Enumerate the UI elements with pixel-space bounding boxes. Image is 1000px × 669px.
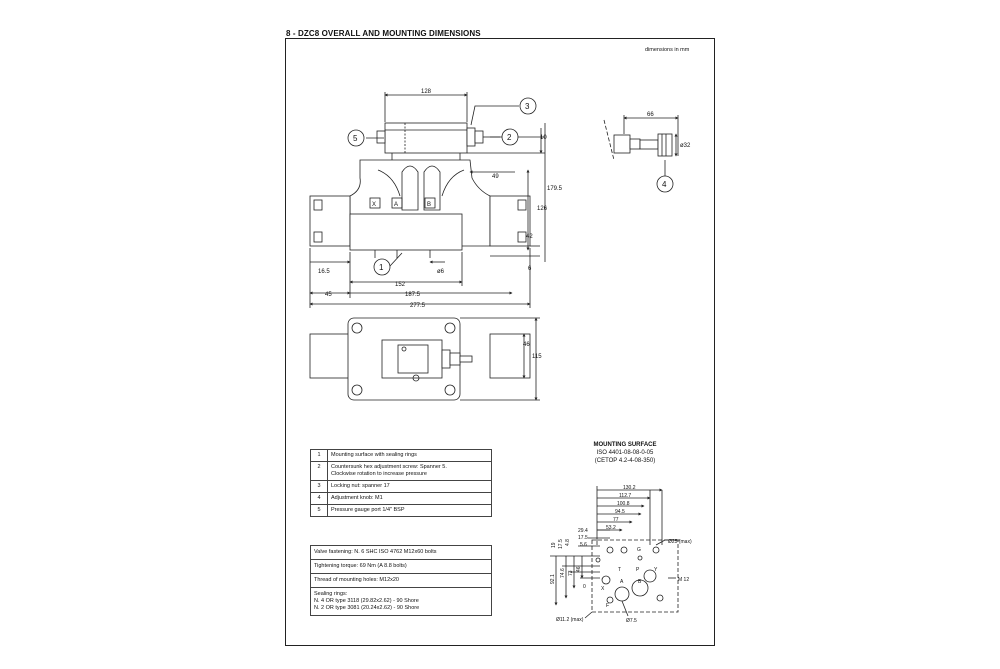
callout-2: 2 [507, 133, 512, 142]
legend-text: Countersunk hex adjustment screw: Spanne… [331, 464, 447, 470]
mounting-surface-title: MOUNTING SURFACE [593, 442, 657, 448]
spec-table: Valve fastening: N. 6 SHC ISO 4762 M12x6… [310, 545, 492, 616]
spec-torque: Tightening torque: 69 Nm (A 8.8 bolts) [310, 559, 492, 574]
callout-1: 1 [379, 263, 384, 272]
mounting-surface-standard: ISO 4401-08-08-0-05 [596, 450, 654, 456]
drawing-frame [285, 38, 715, 646]
dim-phi-32: ø32 [680, 143, 691, 149]
msurf-port-g: G [637, 547, 641, 553]
legend-text-block: Countersunk hex adjustment screw: Spanne… [327, 461, 492, 481]
dim-45: 45 [325, 292, 332, 298]
legend-table: 1 Mounting surface with sealing rings 2 … [310, 449, 492, 517]
callout-5: 5 [353, 134, 358, 143]
port-a-label: A [394, 202, 398, 208]
spec-sealing-2: N. 2 OR type 3081 (20.24x2.62) - 90 Shor… [314, 605, 420, 611]
legend-num: 3 [310, 480, 328, 493]
msurf-dim-4-8: 4.8 [565, 539, 571, 546]
legend-text: Adjustment knob: M1 [327, 492, 492, 505]
msurf-port-x: X [601, 586, 605, 592]
msurf-phi-11: Ø11.2 (max) [556, 617, 584, 623]
legend-num: 1 [310, 449, 328, 462]
mounting-surface-view [550, 486, 680, 619]
msurf-port-t: T [618, 567, 621, 573]
dim-152: 152 [395, 282, 406, 288]
dim-49: 49 [492, 174, 499, 180]
msurf-dim-94-5: 94.5 [615, 509, 625, 515]
callout-4: 4 [662, 180, 667, 189]
top-view [309, 317, 540, 401]
msurf-dim-29-4: 29.4 [578, 528, 588, 534]
dim-126: 126 [537, 206, 548, 212]
msurf-dim-130-2: 130.2 [623, 485, 636, 491]
msurf-port-f: F [606, 603, 609, 609]
spec-row: Tightening torque: 69 Nm (A 8.8 bolts) [310, 559, 492, 574]
port-x-label: X [372, 202, 376, 208]
spec-row: Sealing rings: N. 4 OR type 3118 (29.82x… [310, 587, 492, 616]
spec-sealing-block: Sealing rings: N. 4 OR type 3118 (29.82x… [310, 587, 492, 616]
spec-thread: Thread of mounting holes: M12x20 [310, 573, 492, 588]
msurf-port-a: A [620, 579, 624, 585]
dim-277-5: 277.5 [410, 303, 426, 309]
legend-num: 4 [310, 492, 328, 505]
msurf-dim-5-6: 5.6 [580, 542, 587, 548]
page-title: 8 - DZC8 OVERALL AND MOUNTING DIMENSIONS [286, 29, 481, 38]
legend-row: 5 Pressure gauge port 1/4" BSP [310, 504, 492, 517]
callout-3: 3 [525, 102, 530, 111]
msurf-port-b: B [638, 579, 642, 585]
legend-row: 4 Adjustment knob: M1 [310, 492, 492, 505]
side-view [603, 115, 679, 193]
dim-179-5: 179.5 [547, 186, 563, 192]
msurf-port-y: Y [654, 567, 658, 573]
mounting-surface-cetop: (CETOP 4.2-4-08-350) [594, 458, 656, 464]
spec-row: Valve fastening: N. 6 SHC ISO 4762 M12x6… [310, 545, 492, 560]
dim-6: 6 [528, 266, 532, 272]
msurf-port-p: P [636, 567, 640, 573]
spec-sealing-1: N. 4 OR type 3118 (29.82x2.62) - 90 Shor… [314, 598, 419, 604]
msurf-dim-100-8: 100.8 [617, 501, 630, 507]
spec-fastening: Valve fastening: N. 6 SHC ISO 4762 M12x6… [310, 545, 492, 560]
legend-text: Locking nut: spanner 17 [327, 480, 492, 493]
front-view [309, 92, 546, 308]
legend-num: 5 [310, 504, 328, 517]
dimensions-note: dimensions in mm [645, 47, 690, 53]
legend-row: 3 Locking nut: spanner 17 [310, 480, 492, 493]
msurf-phi-25: Ø25 (max) [668, 539, 692, 545]
legend-text-line-2: Clockwise rotation to increase pressure [331, 471, 427, 477]
msurf-m12: M 12 [678, 577, 689, 583]
msurf-dim-112-7: 112.7 [619, 493, 631, 499]
msurf-dim-19: 19 [551, 542, 557, 548]
dim-46: 46 [523, 342, 530, 348]
dim-42: 42 [526, 234, 533, 240]
dim-10: 10 [540, 135, 547, 141]
msurf-dim-77: 77 [613, 517, 619, 523]
msurf-dim-73: 73 [568, 570, 574, 576]
msurf-dim-92-1: 92.1 [550, 574, 556, 584]
msurf-dim-0: 0 [583, 584, 586, 590]
legend-text: Mounting surface with sealing rings [327, 449, 492, 462]
port-b-label: B [427, 202, 431, 208]
msurf-dim-17-5: 17.5 [578, 535, 588, 541]
msurf-dim-74-6: 74.6 [560, 568, 566, 578]
legend-text: Pressure gauge port 1/4" BSP [327, 504, 492, 517]
spec-row: Thread of mounting holes: M12x20 [310, 573, 492, 588]
dim-187-5: 187.5 [405, 292, 421, 298]
legend-row: 2 Countersunk hex adjustment screw: Span… [310, 461, 492, 481]
msurf-dim-53-2: 53.2 [606, 525, 616, 531]
legend-num: 2 [310, 461, 328, 481]
msurf-dim-17-5v: 17.5 [558, 539, 564, 549]
dim-66: 66 [647, 112, 654, 118]
legend-row: 1 Mounting surface with sealing rings [310, 449, 492, 462]
dim-115: 115 [532, 354, 542, 360]
dim-phi-6: ø6 [437, 269, 445, 275]
spec-sealing-title: Sealing rings: [314, 591, 348, 597]
dim-128: 128 [421, 89, 432, 95]
mounting-surface-heading: MOUNTING SURFACE ISO 4401-08-08-0-05 (CE… [560, 441, 690, 465]
dim-16-5: 16.5 [318, 269, 330, 275]
msurf-dim-46: 46 [576, 566, 582, 572]
msurf-phi-7-5: Ø7.5 [626, 618, 637, 624]
